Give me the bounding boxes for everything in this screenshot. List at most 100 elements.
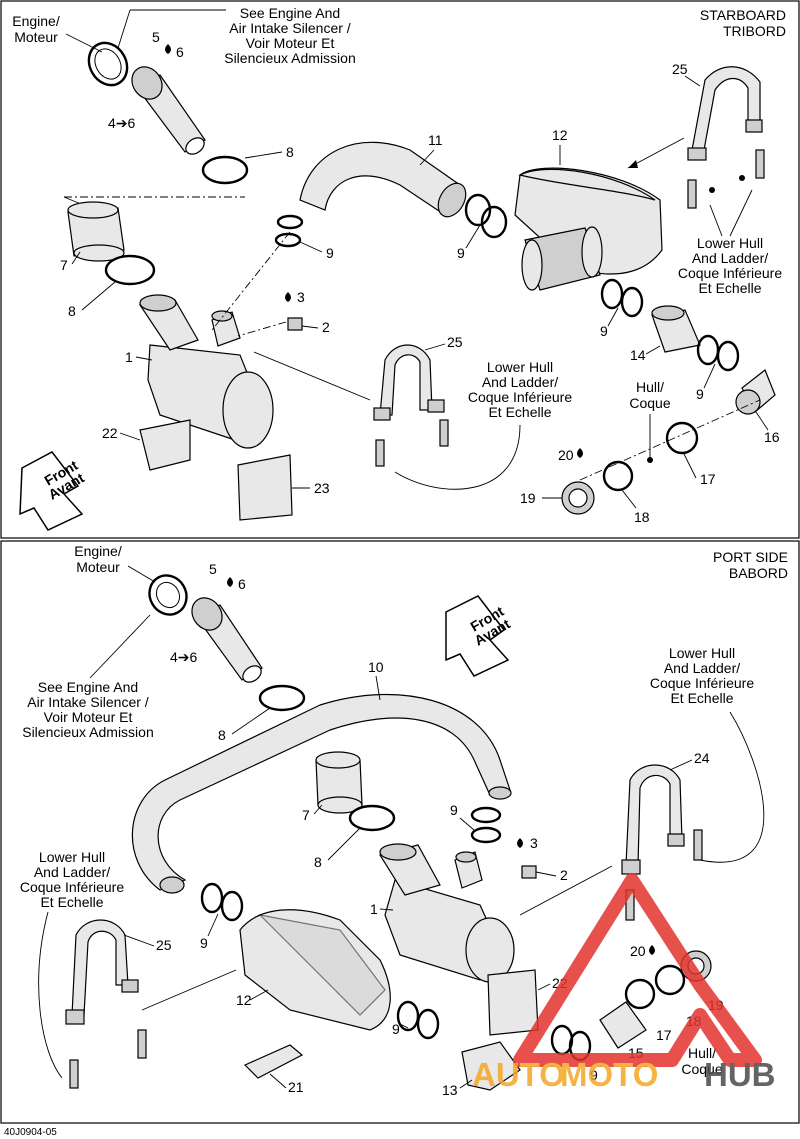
callout-17-port: 17 bbox=[656, 1027, 672, 1043]
panel-heading-babord: BABORD bbox=[729, 565, 788, 581]
sealant-drop-icon bbox=[577, 448, 583, 458]
callout-8: 8 bbox=[286, 144, 294, 160]
leader-line bbox=[249, 989, 269, 1001]
engine-label-port: Engine/Moteur bbox=[74, 543, 122, 575]
grease-drop-icon bbox=[165, 44, 171, 54]
starboard-panel-frame bbox=[0, 0, 800, 539]
callout-9-port-d: 9 bbox=[590, 1067, 598, 1083]
clamp-ring bbox=[348, 804, 396, 832]
clamp-ring bbox=[258, 684, 306, 712]
sealant-drop-icon bbox=[649, 945, 655, 955]
clamp-ring bbox=[480, 205, 508, 239]
support-bracket-22 bbox=[139, 419, 191, 471]
leader-line bbox=[244, 151, 283, 159]
engine-coupling-clamp bbox=[87, 41, 129, 87]
callout-22: 22 bbox=[102, 425, 118, 441]
clamp-ring bbox=[220, 890, 244, 922]
panel-heading-starboard: STARBOARD bbox=[700, 7, 786, 23]
callout-2: 2 bbox=[322, 319, 330, 335]
watermark-word-moto: MOTO bbox=[560, 1056, 658, 1093]
callout-9-port-a: 9 bbox=[450, 802, 458, 818]
hose-end bbox=[651, 305, 685, 321]
front-direction-arrow-port: Front Avant bbox=[445, 595, 513, 677]
clamp-ring bbox=[716, 340, 740, 372]
clamp-ring bbox=[200, 882, 224, 914]
leader-line bbox=[141, 969, 237, 1011]
gasket-18 bbox=[602, 460, 634, 492]
callout-21: 21 bbox=[288, 1079, 304, 1095]
callout-12: 12 bbox=[552, 127, 568, 143]
leader-line bbox=[755, 411, 769, 431]
leader-line bbox=[119, 432, 141, 441]
callout-11: 11 bbox=[428, 132, 443, 148]
callout-16: 16 bbox=[764, 429, 780, 445]
callout-20: 20 bbox=[558, 447, 574, 463]
clamp-ring bbox=[396, 1000, 420, 1032]
callout-20-port: 20 bbox=[630, 943, 646, 959]
clamp-ring bbox=[550, 1024, 574, 1056]
hull-point bbox=[647, 457, 653, 463]
callout-3-port: 3 bbox=[530, 835, 538, 851]
leader-line bbox=[65, 33, 103, 53]
leader-line bbox=[231, 707, 271, 735]
leader-line bbox=[127, 565, 156, 583]
callout-25-center: 25 bbox=[447, 334, 463, 350]
leader-line bbox=[703, 363, 716, 389]
rubber-sleeve-port bbox=[315, 751, 363, 814]
leader-line bbox=[253, 351, 371, 401]
clamp-ring bbox=[416, 1008, 440, 1040]
leader-line bbox=[683, 453, 697, 479]
callout-8b-port: 8 bbox=[314, 854, 322, 870]
panel-heading-port-side: PORT SIDE bbox=[713, 549, 788, 565]
callout-14: 14 bbox=[630, 347, 646, 363]
exhaust-hose-10 bbox=[131, 693, 512, 894]
clamp-ring bbox=[464, 193, 492, 227]
leader-line bbox=[459, 817, 475, 831]
leader-line bbox=[645, 345, 661, 355]
clamp-ring bbox=[470, 826, 502, 844]
leader-line bbox=[699, 711, 765, 863]
callout-10: 10 bbox=[368, 659, 384, 675]
callout-25-port: 25 bbox=[156, 937, 172, 953]
arrow-head bbox=[628, 160, 638, 168]
fitting-2 bbox=[287, 317, 303, 331]
leader-line bbox=[669, 759, 693, 771]
callout-9-center: 9 bbox=[326, 245, 334, 261]
muffler-1-port bbox=[379, 843, 515, 983]
retaining-strap-25 bbox=[687, 66, 763, 161]
muffler-1 bbox=[138, 294, 274, 449]
callout-18: 18 bbox=[634, 509, 650, 525]
gasket-18-port bbox=[654, 964, 686, 996]
leader-line bbox=[465, 224, 481, 249]
leader-line bbox=[607, 307, 619, 327]
leader-line bbox=[684, 75, 701, 87]
clamp-ring bbox=[600, 278, 624, 310]
leader-line bbox=[535, 871, 557, 877]
exhaust-hose-11 bbox=[299, 141, 467, 218]
watermark-word-hub: HUB bbox=[704, 1056, 776, 1093]
watermark-word-auto: AUTO bbox=[472, 1056, 565, 1093]
hull-outlet-16 bbox=[735, 369, 776, 415]
nut-19 bbox=[561, 481, 595, 515]
watermark-triangle bbox=[513, 873, 762, 1067]
leader-line bbox=[301, 325, 319, 329]
callout-9-right: 9 bbox=[457, 245, 465, 261]
clamp-ring bbox=[104, 254, 156, 286]
grease-drop-icon bbox=[227, 577, 233, 587]
clamp-ring bbox=[620, 286, 644, 318]
retaining-strap-25-port bbox=[65, 919, 147, 1089]
leader-line bbox=[38, 911, 63, 1079]
callout-9-port-b: 9 bbox=[200, 935, 208, 951]
leader-line bbox=[729, 189, 753, 237]
guide-dash-line bbox=[579, 399, 761, 481]
callout-9-right-lower: 9 bbox=[696, 386, 704, 402]
leader-line bbox=[269, 1073, 287, 1089]
leader-line bbox=[71, 251, 81, 265]
leader-line bbox=[394, 424, 521, 490]
callout-7: 7 bbox=[60, 257, 68, 273]
hull-label-port: Hull/Coque bbox=[681, 1045, 722, 1077]
leader-line bbox=[135, 356, 153, 361]
exhaust-hose-13 bbox=[461, 1041, 521, 1091]
